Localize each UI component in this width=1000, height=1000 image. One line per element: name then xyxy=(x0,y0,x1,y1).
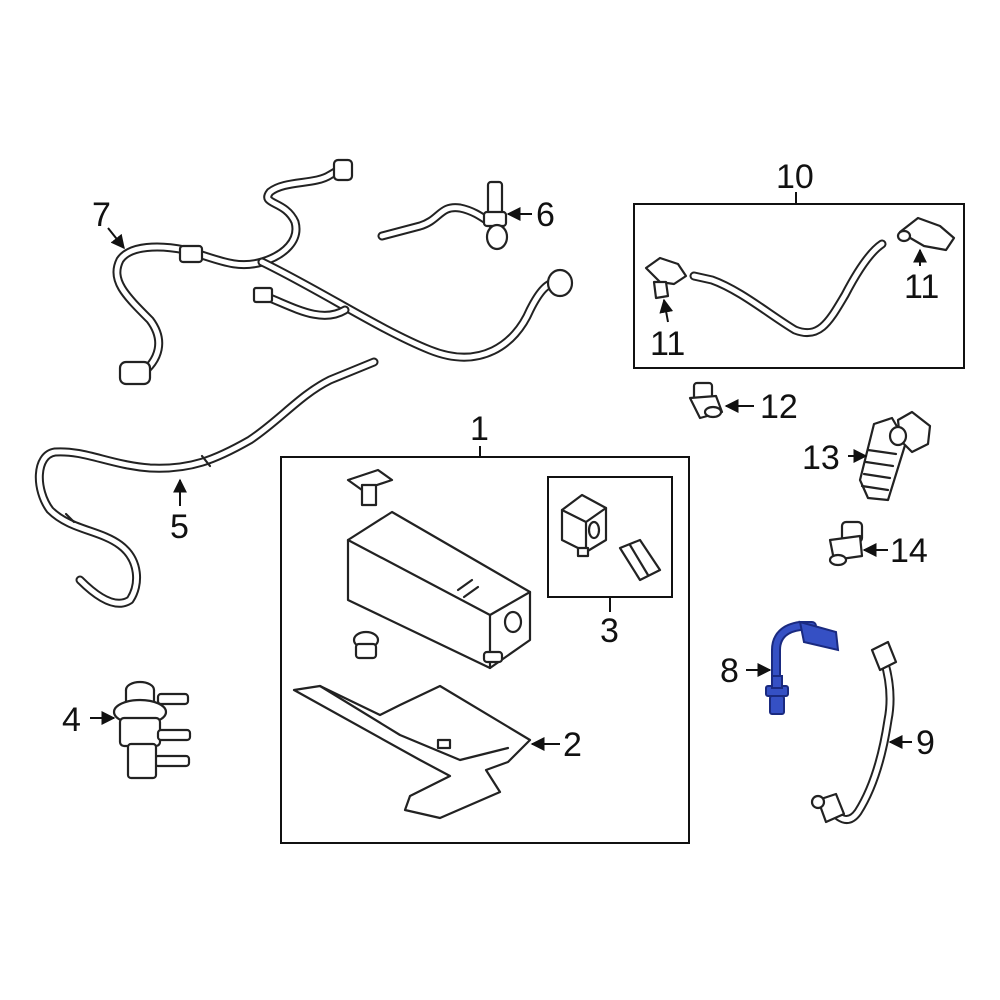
part-11-left-connector[interactable] xyxy=(644,256,688,300)
callout-11-left: 11 xyxy=(650,325,685,363)
group-box-1 xyxy=(280,456,690,844)
part-13-hose[interactable] xyxy=(858,410,932,502)
callout-3: 3 xyxy=(600,612,619,650)
part-1-canister[interactable] xyxy=(346,468,532,670)
part-8-sensor-highlighted[interactable] xyxy=(765,620,840,715)
part-3-connector[interactable] xyxy=(560,493,662,582)
part-11-right-connector[interactable] xyxy=(896,216,956,252)
part-14-fitting[interactable] xyxy=(828,520,864,567)
callout-6: 6 xyxy=(536,196,555,234)
callout-12: 12 xyxy=(760,388,798,426)
callout-10: 10 xyxy=(776,158,814,196)
part-6-vent-hose[interactable] xyxy=(377,180,509,251)
callout-1: 1 xyxy=(470,410,489,448)
leader-11-left xyxy=(659,298,674,323)
group-box-3 xyxy=(547,476,673,598)
callout-9: 9 xyxy=(916,724,935,762)
callout-4: 4 xyxy=(62,701,81,739)
part-10-tube[interactable] xyxy=(689,239,887,337)
callout-8: 8 xyxy=(720,652,739,690)
callout-5: 5 xyxy=(170,508,189,546)
callout-14: 14 xyxy=(890,532,928,570)
callout-2: 2 xyxy=(563,726,582,764)
part-12-fitting[interactable] xyxy=(688,381,724,420)
part-7-harness[interactable] xyxy=(112,158,574,386)
callout-7: 7 xyxy=(92,196,111,234)
part-9-sensor[interactable] xyxy=(810,640,898,824)
group-box-10 xyxy=(633,203,965,369)
part-4-purge-valve[interactable] xyxy=(112,680,192,780)
part-5-tube[interactable] xyxy=(34,357,379,608)
part-2-bracket[interactable] xyxy=(292,684,532,820)
leader-7 xyxy=(107,227,125,250)
callout-13: 13 xyxy=(802,439,840,477)
callout-11-right: 11 xyxy=(904,268,939,306)
